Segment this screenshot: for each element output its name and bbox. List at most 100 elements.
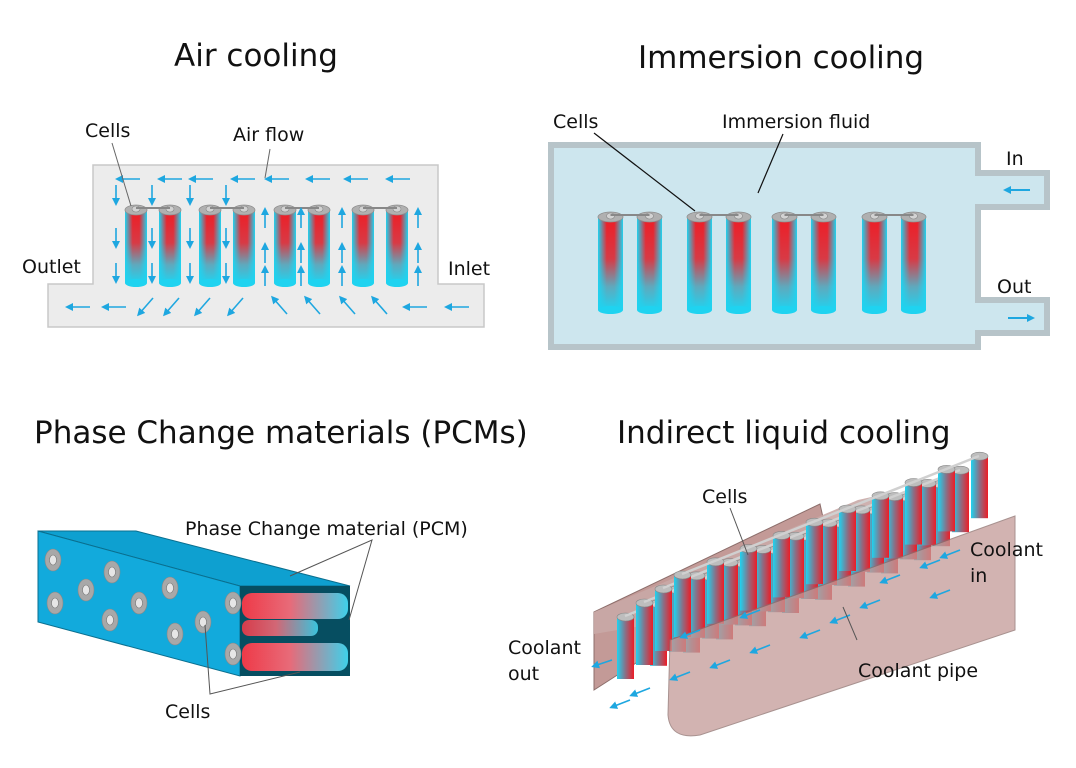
flow-arrow bbox=[739, 609, 761, 619]
pcm-title: Phase Change materials (PCMs) bbox=[34, 415, 528, 451]
flow-arrow bbox=[163, 297, 180, 317]
air-cells-label: Cells bbox=[85, 120, 131, 142]
air-flow-leader-line bbox=[264, 148, 271, 179]
pcm-cell bbox=[242, 593, 348, 619]
cells-leader-line bbox=[729, 507, 749, 556]
battery-cell bbox=[351, 204, 375, 287]
indirect-cooling-title: Indirect liquid cooling bbox=[617, 415, 951, 451]
battery-cell bbox=[838, 504, 857, 571]
battery-cell bbox=[273, 204, 297, 287]
pcm-cell-end bbox=[103, 560, 121, 584]
battery-cell bbox=[385, 204, 409, 287]
pcm-cell-end bbox=[130, 591, 148, 615]
battery-cell bbox=[635, 598, 654, 665]
battery-cell bbox=[597, 211, 624, 314]
flow-arrow bbox=[194, 297, 211, 317]
battery-cell bbox=[616, 612, 635, 679]
flow-arrow bbox=[679, 629, 701, 639]
battery-cell bbox=[686, 211, 713, 314]
pcm-cell bbox=[242, 620, 318, 636]
battery-cell bbox=[739, 544, 758, 611]
flow-arrow bbox=[137, 297, 154, 317]
immersion-cooling-title: Immersion cooling bbox=[638, 40, 925, 76]
pcm-cell-end bbox=[44, 548, 62, 572]
pcm-leader-line bbox=[289, 539, 373, 621]
battery-cell bbox=[861, 211, 888, 314]
out-label: Out bbox=[997, 276, 1032, 298]
battery-cell bbox=[871, 491, 890, 558]
flow-arrow bbox=[669, 671, 691, 681]
battery-cell bbox=[307, 204, 331, 287]
cells-leader-line bbox=[204, 624, 301, 695]
flow-arrow bbox=[879, 574, 901, 584]
flow-arrow bbox=[371, 295, 388, 315]
air-cooling-title: Air cooling bbox=[174, 38, 338, 74]
battery-cell bbox=[706, 557, 725, 624]
battery-cell bbox=[636, 211, 663, 314]
pcm-cell-end bbox=[224, 591, 242, 615]
air-cooling-diagram bbox=[47, 142, 485, 328]
flow-arrow bbox=[939, 549, 961, 559]
pcm-cell-end bbox=[77, 578, 95, 602]
flow-arrow bbox=[799, 629, 821, 639]
flow-arrow bbox=[339, 295, 356, 315]
battery-cell bbox=[232, 204, 256, 287]
air-flow-label: Air flow bbox=[233, 124, 305, 146]
battery-cell bbox=[900, 211, 927, 314]
coolant-out-label-2: out bbox=[508, 663, 540, 685]
pcm-cell-end bbox=[224, 642, 242, 666]
indirect-cells-label: Cells bbox=[702, 486, 748, 508]
outlet-label: Outlet bbox=[22, 256, 81, 278]
flow-arrow bbox=[629, 687, 651, 697]
pcm-cell-end bbox=[166, 622, 184, 646]
pcm-material-label: Phase Change material (PCM) bbox=[185, 518, 468, 540]
immersion-tank bbox=[548, 142, 1050, 350]
battery-cell bbox=[673, 570, 692, 637]
immersion-cooling-diagram bbox=[548, 132, 1050, 350]
pcm-cell-end bbox=[161, 576, 179, 600]
pcm-diagram bbox=[37, 530, 373, 695]
battery-cell bbox=[805, 517, 824, 585]
flow-arrow bbox=[609, 699, 631, 709]
battery-cell bbox=[937, 465, 956, 532]
pcm-cell bbox=[242, 643, 348, 671]
battery-cell bbox=[904, 478, 923, 545]
immersion-fluid-label: Immersion fluid bbox=[722, 111, 871, 133]
cell-busbar bbox=[681, 454, 980, 576]
indirect-cooling-diagram bbox=[591, 451, 1016, 737]
battery-cell bbox=[772, 531, 791, 598]
flow-arrow bbox=[709, 659, 731, 669]
in-label: In bbox=[1006, 148, 1024, 170]
fluid-leader-line bbox=[757, 133, 784, 194]
coolant-pipe-label: Coolant pipe bbox=[858, 660, 979, 682]
pcm-cell-end bbox=[46, 591, 64, 615]
cells-leader-line bbox=[593, 132, 696, 212]
battery-cell bbox=[654, 584, 673, 651]
inlet-label: Inlet bbox=[448, 258, 491, 280]
pcm-cell-end bbox=[101, 608, 119, 632]
battery-cell bbox=[158, 204, 182, 287]
flow-arrow bbox=[919, 559, 941, 569]
battery-cell bbox=[810, 211, 837, 314]
immersion-cells-label: Cells bbox=[553, 111, 599, 133]
flow-arrow bbox=[749, 644, 771, 654]
flow-arrow bbox=[304, 295, 321, 315]
flow-arrow bbox=[929, 589, 951, 599]
battery-cell bbox=[771, 211, 798, 314]
pcm-cells-label: Cells bbox=[165, 701, 211, 723]
coolant-in-label-2: in bbox=[970, 565, 988, 587]
coolant-in-label-1: Coolant bbox=[970, 539, 1043, 561]
flow-arrow bbox=[859, 599, 881, 609]
cells-leader-line bbox=[111, 142, 132, 207]
flow-arrow bbox=[591, 659, 613, 669]
coolant-out-label-1: Coolant bbox=[508, 637, 581, 659]
battery-cell bbox=[198, 204, 222, 287]
battery-cell bbox=[687, 571, 706, 638]
coolant-pipe-front bbox=[667, 515, 1016, 737]
flow-arrow bbox=[227, 297, 244, 317]
battery-cell bbox=[124, 204, 148, 287]
flow-arrow bbox=[271, 295, 288, 315]
pipe-leader-line bbox=[842, 606, 858, 641]
battery-cell bbox=[970, 451, 989, 519]
